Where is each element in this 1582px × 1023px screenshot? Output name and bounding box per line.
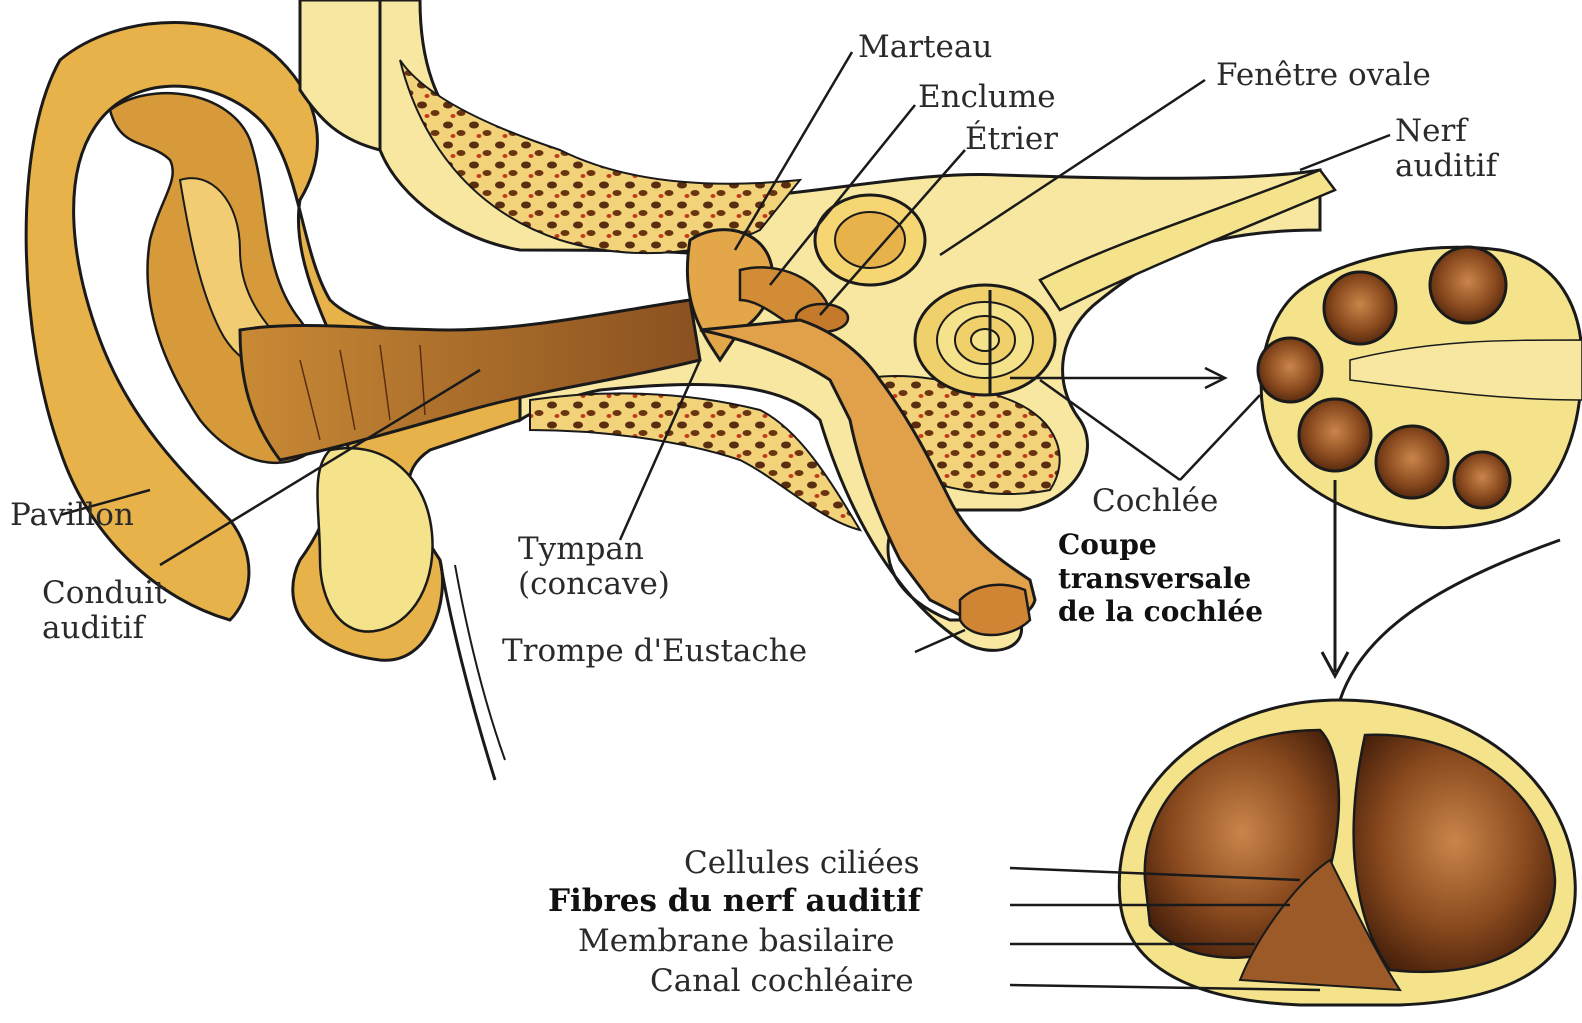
label-cellules-ciliees: Cellules ciliées <box>684 846 920 881</box>
label-fenetre-ovale: Fenêtre ovale <box>1216 58 1431 93</box>
label-trompe-eustache: Trompe d'Eustache <box>502 634 807 669</box>
label-tympan: Tympan (concave) <box>518 532 670 601</box>
label-etrier: Étrier <box>965 122 1058 157</box>
label-pavillon: Pavillon <box>10 498 134 533</box>
cochlea-cross-section <box>1258 247 1582 528</box>
label-canal-cochleaire: Canal cochléaire <box>650 964 914 999</box>
label-coupe-transversale: Coupe transversale de la cochlée <box>1058 528 1263 629</box>
label-marteau: Marteau <box>858 30 992 65</box>
label-enclume: Enclume <box>918 80 1056 115</box>
label-conduit-auditif: Conduit auditif <box>42 576 167 645</box>
label-fibres-nerf-auditif: Fibres du nerf auditif <box>548 884 921 919</box>
label-membrane-basilaire: Membrane basilaire <box>578 924 894 959</box>
label-nerf-auditif: Nerf auditif <box>1395 114 1497 183</box>
label-cochlee: Cochlée <box>1092 484 1218 519</box>
